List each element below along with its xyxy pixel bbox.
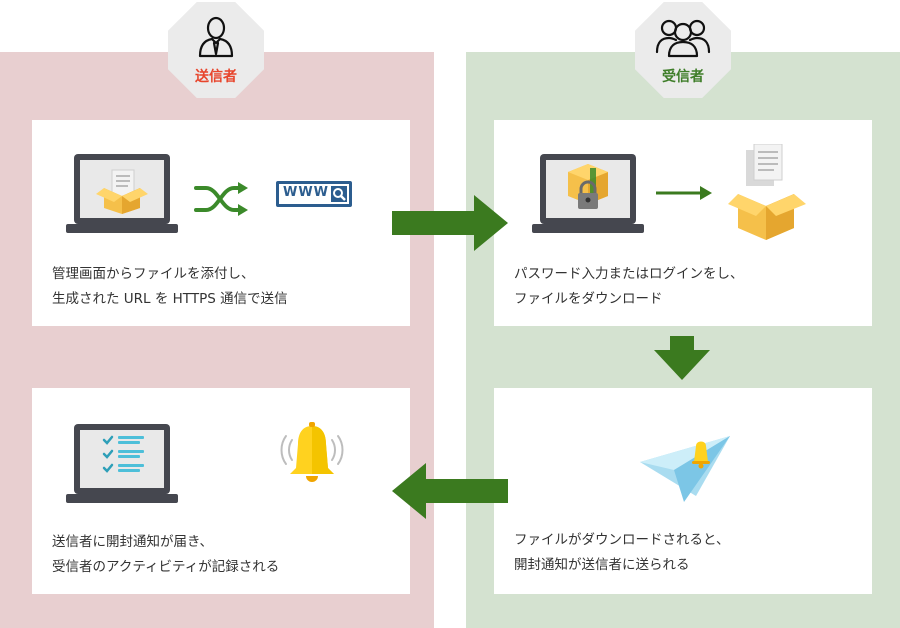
laptop-with-locked-box-icon — [532, 154, 644, 233]
step-upload-text: 管理画面からファイルを添付し、 生成された URL を HTTPS 通信で送信 — [52, 262, 396, 312]
step-download-line1: パスワード入力またはログインをし、 — [514, 266, 744, 282]
arrow-right-icon — [656, 186, 712, 200]
receiver-label: 受信者 — [662, 69, 704, 85]
www-label: WWW — [283, 185, 330, 200]
laptop-with-document-box-icon — [66, 154, 178, 233]
step-download-card: パスワード入力またはログインをし、 ファイルをダウンロード — [494, 120, 872, 326]
shuffle-icon — [194, 182, 248, 216]
step-download-line2: ファイルをダウンロード — [514, 291, 663, 307]
step-upload-card: WWW 管理画面からファイルを添付し、 生成された URL を HTTPS 通信… — [32, 120, 410, 326]
receiver-badge: 受信者 — [635, 2, 731, 98]
paper-plane-bell-icon — [640, 436, 730, 502]
step-download-text: パスワード入力またはログインをし、 ファイルをダウンロード — [514, 262, 858, 312]
document-box-icon — [728, 144, 806, 240]
step-notify-line2: 開封通知が送信者に送られる — [514, 557, 690, 573]
group-icon — [655, 19, 711, 58]
ringing-bell-icon — [280, 422, 344, 482]
step-notify-line1: ファイルがダウンロードされると、 — [514, 532, 730, 548]
search-icon — [331, 186, 347, 202]
sender-label: 送信者 — [195, 69, 237, 85]
sender-badge: 送信者 — [168, 2, 264, 98]
step-upload-line1: 管理画面からファイルを添付し、 — [52, 266, 255, 282]
step-notify-card: ファイルがダウンロードされると、 開封通知が送信者に送られる — [494, 388, 872, 594]
www-search-icon: WWW — [276, 181, 352, 207]
step-record-card: 送信者に開封通知が届き、 受信者のアクティビティが記録される — [32, 388, 410, 594]
person-icon — [198, 16, 234, 58]
step-record-line2: 受信者のアクティビティが記録される — [52, 559, 280, 575]
flow-arrow-left — [392, 463, 508, 519]
step-record-line1: 送信者に開封通知が届き、 — [52, 534, 214, 550]
step-upload-line2: 生成された URL を HTTPS 通信で送信 — [52, 291, 288, 307]
laptop-with-checklist-icon — [66, 424, 178, 503]
flow-arrow-right — [392, 195, 508, 251]
flow-arrow-down — [654, 336, 710, 380]
step-notify-text: ファイルがダウンロードされると、 開封通知が送信者に送られる — [514, 528, 858, 578]
step-record-text: 送信者に開封通知が届き、 受信者のアクティビティが記録される — [52, 530, 396, 580]
